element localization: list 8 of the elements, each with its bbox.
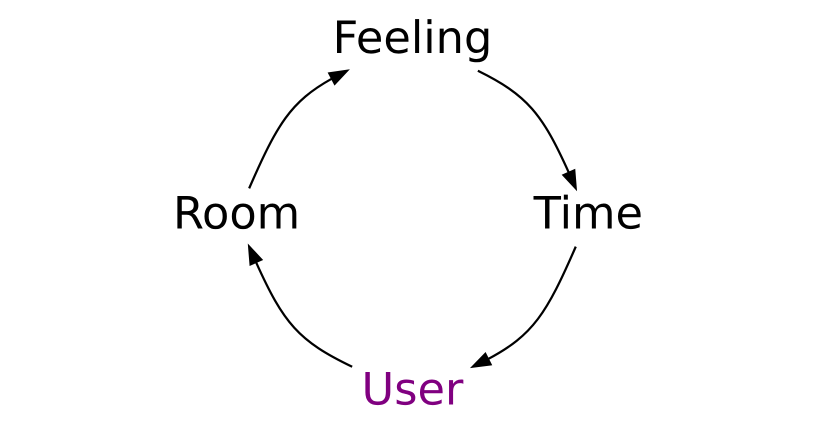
arrow <box>476 70 577 192</box>
node-text: Time <box>533 188 642 240</box>
node-text: User <box>361 364 463 416</box>
node-text: Room <box>172 188 300 240</box>
node-text: Feeling <box>332 12 492 64</box>
arrow <box>469 246 576 368</box>
arrow <box>248 69 350 189</box>
arrow <box>247 244 352 368</box>
